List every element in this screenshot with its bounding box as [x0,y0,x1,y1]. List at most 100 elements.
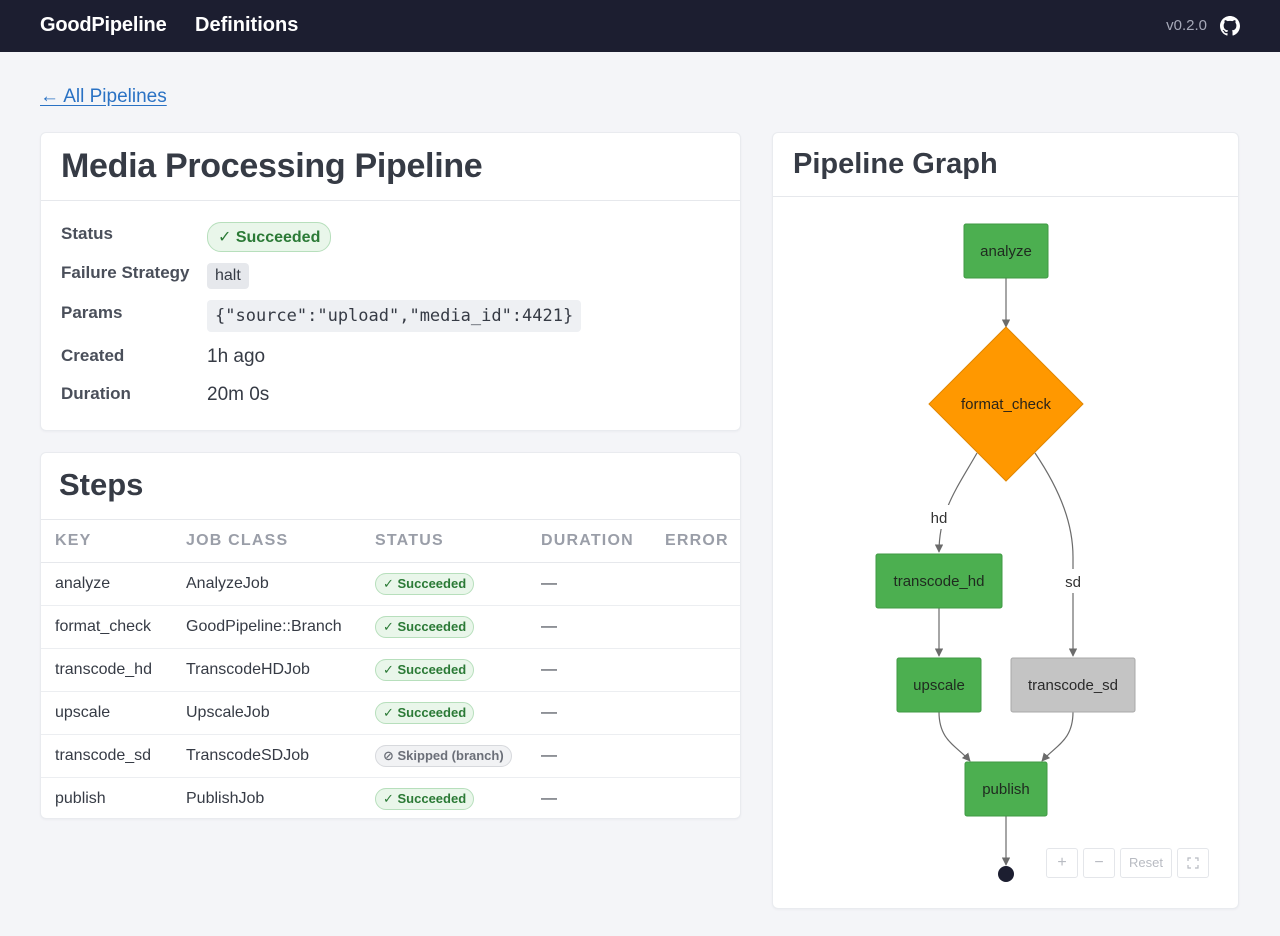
created-label: Created [61,346,125,365]
status-badge: ✓ Succeeded [375,787,475,810]
steps-title: Steps [59,467,144,502]
step-status-cell: ✓ Succeeded [361,562,527,606]
node-label-format-check: format_check [961,396,1052,413]
status-badge: ⊘ Skipped (branch) [375,744,512,767]
step-duration: — [527,605,651,649]
step-duration: — [541,789,557,807]
step-duration: — [527,562,651,606]
github-icon[interactable] [1220,16,1240,36]
step-status-cell: ⊘ Skipped (branch) [361,734,527,778]
graph-header: Pipeline Graph [773,133,1238,197]
steps-header: Steps [41,453,740,520]
duration-value: 20m 0s [207,384,270,405]
step-job-class: TranscodeSDJob [172,734,361,778]
table-row[interactable]: transcode_hdTranscodeHDJob ✓ Succeeded — [41,648,740,692]
brand-link[interactable]: GoodPipeline [40,14,167,36]
step-key: format_check [41,605,172,649]
failure-strategy-chip: halt [207,263,249,289]
step-job-class: AnalyzeJob [172,562,361,606]
status-label: Status [61,224,113,243]
node-transcode-hd[interactable]: transcode_hd [875,553,1003,609]
step-status-cell: ✓ Succeeded [361,691,527,735]
step-error [651,691,740,735]
duration-label: Duration [61,384,131,403]
table-row[interactable]: analyzeAnalyzeJob ✓ Succeeded — [41,562,740,606]
step-key: transcode_sd [41,734,172,778]
version-label: v0.2.0 [1166,17,1207,34]
edge-transcode-sd-publish [1041,711,1074,762]
col-status: STATUS [361,520,527,563]
status-badge: ✓ Succeeded [375,658,475,681]
back-to-all-pipelines-link[interactable]: ← All Pipelines [40,86,167,107]
failure-strategy-label: Failure Strategy [61,263,190,282]
step-job-class: PublishJob [186,789,265,807]
step-key: transcode_hd [41,648,172,692]
status-badge: ✓ Succeeded [375,701,475,724]
fullscreen-button[interactable] [1177,848,1209,878]
node-analyze[interactable]: analyze [963,223,1049,279]
col-key: KEY [41,520,172,563]
step-status-cell: ✓ Succeeded [361,777,527,820]
step-error [651,562,740,606]
zoom-out-button[interactable]: − [1083,848,1115,878]
edge-label-hd: hd [931,510,948,527]
pipeline-info-card: Media Processing Pipeline Status ✓ Succe… [40,132,741,431]
edge-format-check-transcode-hd [934,452,978,553]
node-transcode-sd[interactable]: transcode_sd [1010,657,1136,713]
pipeline-graph[interactable]: hd sd analyze format_check transcode_hd … [772,196,1239,896]
node-label-analyze: analyze [980,243,1032,260]
created-value: 1h ago [207,346,266,367]
step-job-class: GoodPipeline::Branch [172,605,361,649]
end-node [998,866,1014,882]
steps-table: KEY JOB CLASS STATUS DURATION ERROR anal… [41,520,740,820]
table-header-row: KEY JOB CLASS STATUS DURATION ERROR [41,520,740,563]
node-format-check[interactable]: format_check [928,326,1084,482]
step-status-cell: ✓ Succeeded [361,648,527,692]
col-duration: DURATION [527,520,651,563]
page-title: Media Processing Pipeline [61,147,483,185]
graph-title: Pipeline Graph [793,148,998,180]
step-job-class: UpscaleJob [172,691,361,735]
zoom-in-button[interactable]: + [1046,848,1078,878]
nav-definitions[interactable]: Definitions [195,14,299,36]
steps-card: Steps KEY JOB CLASS STATUS DURATION ERRO… [40,452,741,819]
col-job-class: JOB CLASS [172,520,361,563]
edge-label-bg-hd [926,505,952,529]
step-error [651,777,740,820]
top-navbar: GoodPipeline Definitions v0.2.0 [0,0,1280,52]
table-row[interactable]: publish PublishJob ✓ Succeeded — [41,777,740,820]
node-upscale[interactable]: upscale [896,657,982,713]
step-error [651,734,740,778]
params-code: {"source":"upload","media_id":4421} [207,300,582,332]
step-key: publish [55,789,106,807]
fullscreen-icon [1187,857,1199,869]
step-error [651,648,740,692]
status-badge: ✓ Succeeded [375,615,475,638]
step-key: analyze [41,562,172,606]
node-publish[interactable]: publish [964,761,1048,817]
step-status-cell: ✓ Succeeded [361,605,527,649]
step-duration: — [527,648,651,692]
status-badge: ✓ Succeeded [207,222,332,252]
status-badge: ✓ Succeeded [375,572,475,595]
step-key: upscale [41,691,172,735]
table-row[interactable]: upscaleUpscaleJob ✓ Succeeded — [41,691,740,735]
step-error [651,605,740,649]
step-job-class: TranscodeHDJob [172,648,361,692]
col-error: ERROR [651,520,740,563]
node-label-upscale: upscale [913,677,965,694]
node-label-publish: publish [982,781,1030,798]
node-label-transcode-hd: transcode_hd [894,573,985,590]
reset-button[interactable]: Reset [1120,848,1172,878]
edge-label-bg-sd [1061,569,1085,593]
edge-format-check-transcode-sd [1034,452,1078,657]
step-duration: — [527,691,651,735]
edge-upscale-publish [938,711,971,762]
edge-label-sd: sd [1065,574,1081,591]
pipeline-info-header: Media Processing Pipeline [41,133,740,201]
params-label: Params [61,303,123,322]
node-label-transcode-sd: transcode_sd [1028,677,1118,694]
step-duration: — [527,734,651,778]
